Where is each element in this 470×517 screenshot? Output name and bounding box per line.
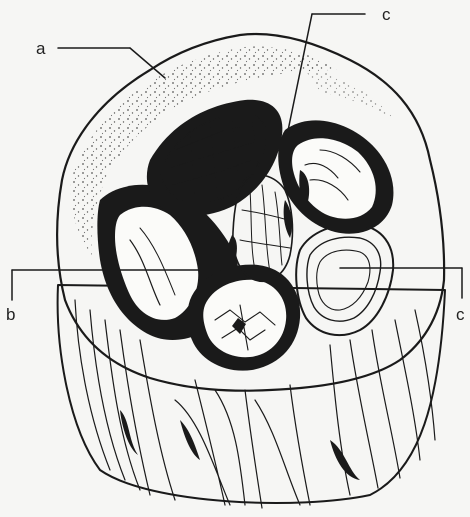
locule-right <box>296 224 393 335</box>
label-c-right: c <box>456 305 465 324</box>
label-a: a <box>36 39 46 58</box>
locule-upper-right <box>278 120 393 233</box>
label-b: b <box>6 305 15 324</box>
locule-top <box>147 100 283 216</box>
label-c-top: c <box>382 5 391 24</box>
